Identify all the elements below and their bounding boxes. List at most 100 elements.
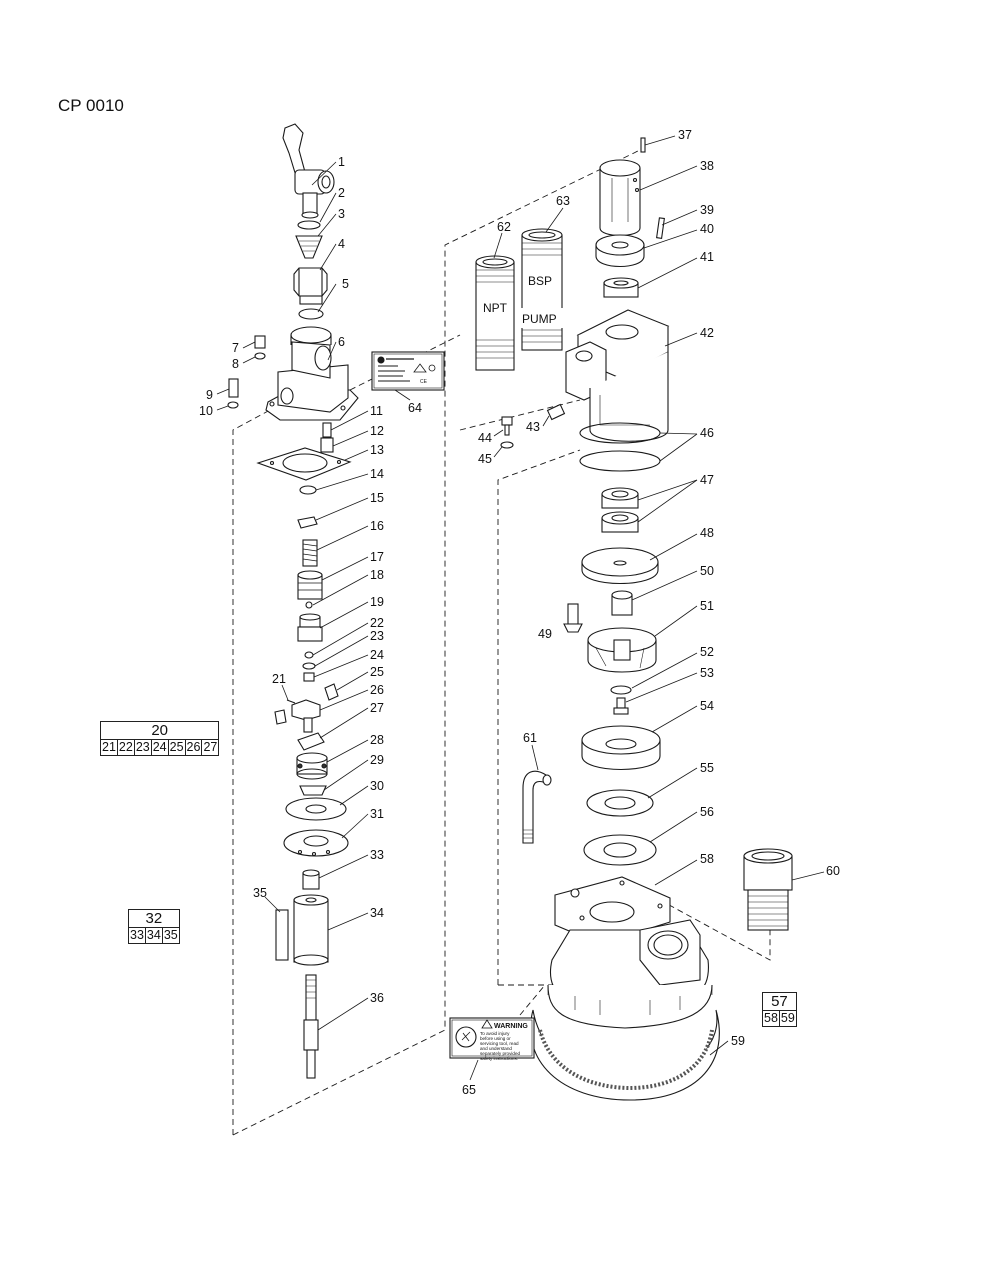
callout-34: 34 xyxy=(370,906,384,920)
warning-line-1: To avoid injury xyxy=(480,1031,510,1036)
kit-20-number: 20 xyxy=(99,721,220,740)
warning-line-6: safety instructions. xyxy=(480,1056,518,1061)
part-pin-12 xyxy=(320,437,334,453)
part-27 xyxy=(297,732,325,751)
part-pipe-61 xyxy=(522,770,552,844)
kit-table-57: 57 58 59 xyxy=(762,992,797,1027)
part-end-plate-40 xyxy=(595,234,645,267)
part-29 xyxy=(299,785,327,796)
callout-42: 42 xyxy=(700,326,714,340)
part-hose-bsp-63 xyxy=(521,228,563,351)
part-strainer-band-59 xyxy=(530,1009,720,1101)
callout-6: 6 xyxy=(338,335,345,349)
callout-1: 1 xyxy=(338,155,345,169)
part-nut-19 xyxy=(297,613,323,642)
kit-32-part: 34 xyxy=(144,927,163,944)
kit-20-part: 25 xyxy=(167,739,186,756)
callout-59: 59 xyxy=(731,1034,745,1048)
part-strainer-3 xyxy=(295,235,323,259)
callout-9: 9 xyxy=(206,388,213,402)
callout-19: 19 xyxy=(370,595,384,609)
part-key-15 xyxy=(297,516,318,529)
part-screw-7 xyxy=(254,335,266,349)
part-bolt-44 xyxy=(501,416,513,436)
callout-26: 26 xyxy=(370,683,384,697)
callout-8: 8 xyxy=(232,357,239,371)
part-screw-9 xyxy=(228,378,239,398)
kit-table-32: 32 33 34 35 xyxy=(128,909,180,944)
kit-20-part: 26 xyxy=(184,739,203,756)
kit-20-part: 27 xyxy=(201,739,220,756)
warning-line-3: servicing tool, read xyxy=(480,1041,519,1046)
callout-40: 40 xyxy=(700,222,714,236)
callout-44: 44 xyxy=(478,431,492,445)
callout-29: 29 xyxy=(370,753,384,767)
callout-23: 23 xyxy=(370,629,384,643)
hose-label-bsp: BSP xyxy=(528,274,552,288)
callout-17: 17 xyxy=(370,550,384,564)
part-21 xyxy=(286,699,296,704)
callout-33: 33 xyxy=(370,848,384,862)
part-spring-16 xyxy=(302,539,318,567)
part-hose-nipple-60 xyxy=(743,848,793,931)
callout-38: 38 xyxy=(700,159,714,173)
callout-16: 16 xyxy=(370,519,384,533)
part-wear-plate-55 xyxy=(586,789,654,817)
part-piston-17 xyxy=(297,570,323,600)
kit-32-number: 32 xyxy=(128,909,180,928)
assembly-dashed-lines xyxy=(232,149,771,1136)
kit-57-part: 59 xyxy=(778,1010,797,1027)
callout-45: 45 xyxy=(478,452,492,466)
callout-5: 5 xyxy=(342,277,349,291)
part-oring-5 xyxy=(298,308,324,320)
callout-21: 21 xyxy=(272,672,286,686)
callout-43: 43 xyxy=(526,420,540,434)
part-washer-14 xyxy=(299,485,317,495)
callout-62: 62 xyxy=(497,220,511,234)
callout-36: 36 xyxy=(370,991,384,1005)
kit-57-part: 58 xyxy=(762,1010,780,1027)
callout-28: 28 xyxy=(370,733,384,747)
part-pin-11 xyxy=(322,422,332,438)
leader-lines xyxy=(216,135,825,1081)
callout-18: 18 xyxy=(370,568,384,582)
svg-text:CE: CE xyxy=(420,379,428,385)
part-ring-2 xyxy=(297,220,321,230)
kit-20-part: 21 xyxy=(100,739,118,756)
callout-35: 35 xyxy=(253,886,267,900)
part-pin-37 xyxy=(640,137,646,153)
kit-20-part: 22 xyxy=(116,739,135,756)
kit-20-part: 23 xyxy=(133,739,152,756)
part-washer-10 xyxy=(227,401,239,409)
kit-20-part: 24 xyxy=(150,739,169,756)
part-bolt-53 xyxy=(613,697,629,715)
callout-4: 4 xyxy=(338,237,345,251)
callout-61: 61 xyxy=(523,731,537,745)
part-sleeve-50 xyxy=(611,590,633,616)
hose-label-pump: PUMP xyxy=(522,312,557,326)
callout-15: 15 xyxy=(370,491,384,505)
callout-47: 47 xyxy=(700,473,714,487)
callout-30: 30 xyxy=(370,779,384,793)
callout-58: 58 xyxy=(700,852,714,866)
kit-32-part: 33 xyxy=(128,927,146,944)
callout-55: 55 xyxy=(700,761,714,775)
part-screw-49 xyxy=(563,603,583,633)
part-rotor-34 xyxy=(293,894,329,966)
part-shroud-54 xyxy=(581,725,661,770)
part-bearing-28 xyxy=(296,752,328,780)
callout-27: 27 xyxy=(370,701,384,715)
callout-54: 54 xyxy=(700,699,714,713)
part-plate-31 xyxy=(283,829,349,857)
callout-2: 2 xyxy=(338,186,345,200)
callout-63: 63 xyxy=(556,194,570,208)
part-warning-label-65 xyxy=(449,1017,535,1059)
callout-7: 7 xyxy=(232,341,239,355)
part-valve-lever-26 xyxy=(274,699,321,733)
callout-25: 25 xyxy=(370,665,384,679)
callout-39: 39 xyxy=(700,203,714,217)
callout-64: 64 xyxy=(408,401,422,415)
callout-22: 22 xyxy=(370,616,384,630)
